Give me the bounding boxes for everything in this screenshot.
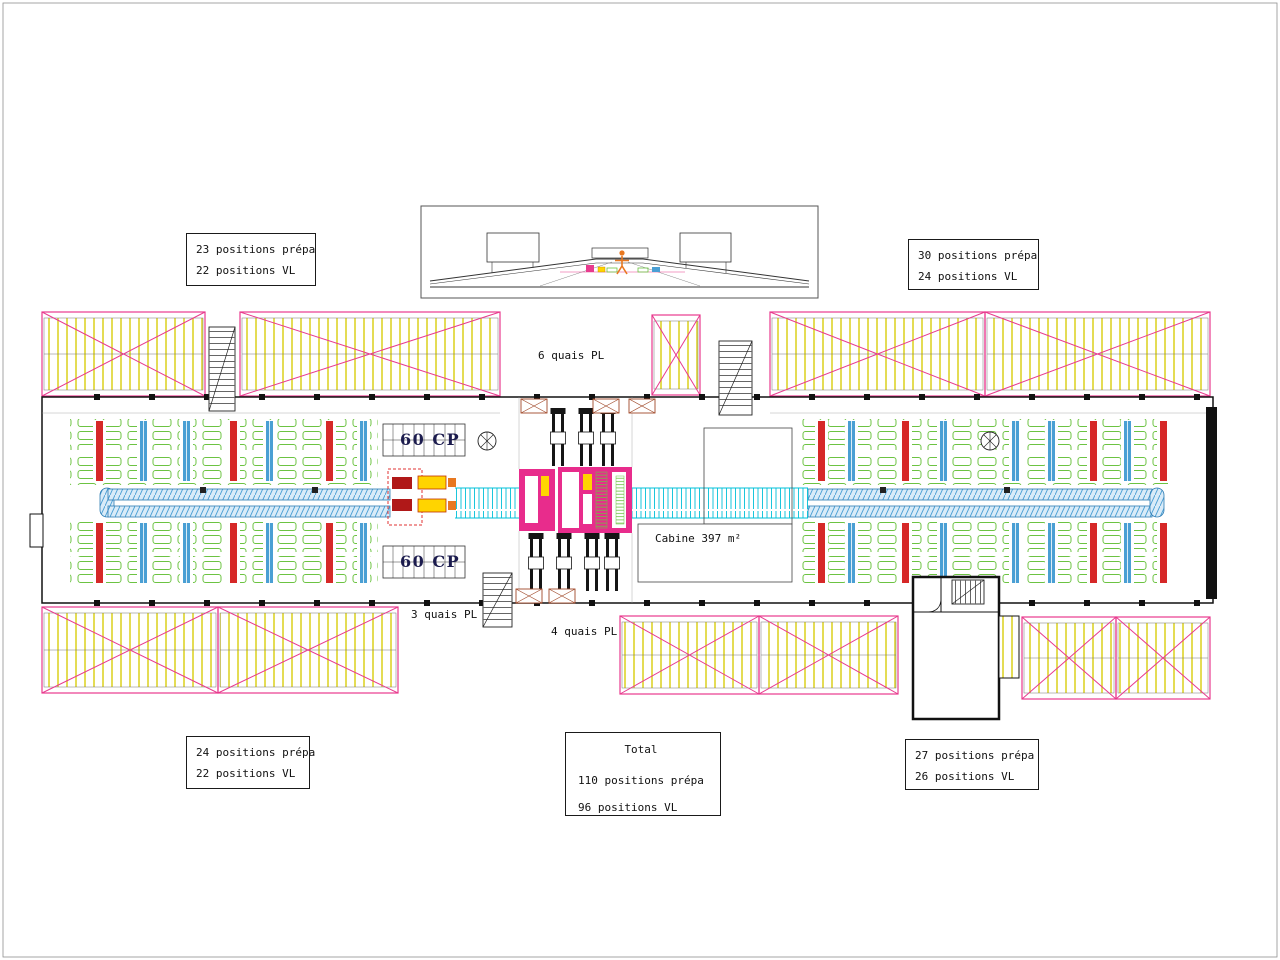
stats-line: 27 positions prépa <box>915 749 1035 762</box>
elevation-magenta-mark <box>586 265 594 272</box>
stairs-top-left <box>208 326 236 412</box>
label-quais-bottom-center: 4 quais PL <box>551 625 618 638</box>
canopy-top-middle <box>651 314 701 396</box>
technical-block <box>911 575 1020 721</box>
stairs-technical-block <box>951 579 985 605</box>
stats-line: 23 positions prépa <box>196 243 316 256</box>
stats-line: 30 positions prépa <box>918 249 1038 262</box>
stairs-bottom-center <box>482 572 513 628</box>
chain-conveyors <box>455 487 808 519</box>
label-cp-lower: 60 CP <box>400 552 461 571</box>
stairs-top-center <box>718 340 753 416</box>
stats-line: 24 positions prépa <box>196 746 316 759</box>
canopy-bottom-center <box>619 615 899 695</box>
total-title: Total <box>624 743 658 756</box>
label-cp-upper: 60 CP <box>400 430 461 449</box>
label-quais-bottom-left: 3 quais PL <box>411 608 478 621</box>
stats-line: 22 positions VL <box>196 264 296 277</box>
stats-box-bottom-right: 27 positions prépa 26 positions VL <box>905 739 1039 790</box>
west-annex <box>29 513 44 548</box>
canopy-top-right <box>769 311 1211 397</box>
wash-core <box>519 467 632 533</box>
stats-line: 22 positions VL <box>196 767 296 780</box>
canopy-bottom-left <box>41 606 399 694</box>
cabine-enclosure <box>637 427 793 583</box>
cp-grid-upper <box>382 423 466 457</box>
stats-line: 110 positions prépa <box>578 774 704 787</box>
east-wall <box>1206 407 1217 599</box>
stats-box-bottom-left: 24 positions prépa 22 positions VL <box>186 736 316 789</box>
prep-machines <box>387 468 456 526</box>
cp-grid-lower <box>382 545 466 579</box>
elevation-view <box>420 205 819 299</box>
technical-annex <box>998 615 1020 679</box>
label-quais-top: 6 quais PL <box>538 349 605 362</box>
stats-line: 96 positions VL <box>578 801 678 814</box>
canopy-bottom-right <box>1021 616 1211 700</box>
stats-line: 24 positions VL <box>918 270 1018 283</box>
stats-box-top-left: 23 positions prépa 22 positions VL <box>186 233 316 286</box>
label-cabine: Cabine 397 m² <box>655 532 742 545</box>
stats-box-total: Total 110 positions prépa 96 positions V… <box>565 732 721 816</box>
stats-box-top-right: 30 positions prépa 24 positions VL <box>908 239 1039 290</box>
stats-line: 26 positions VL <box>915 770 1015 783</box>
canopy-top-left <box>41 311 501 397</box>
person-icon <box>615 250 629 275</box>
